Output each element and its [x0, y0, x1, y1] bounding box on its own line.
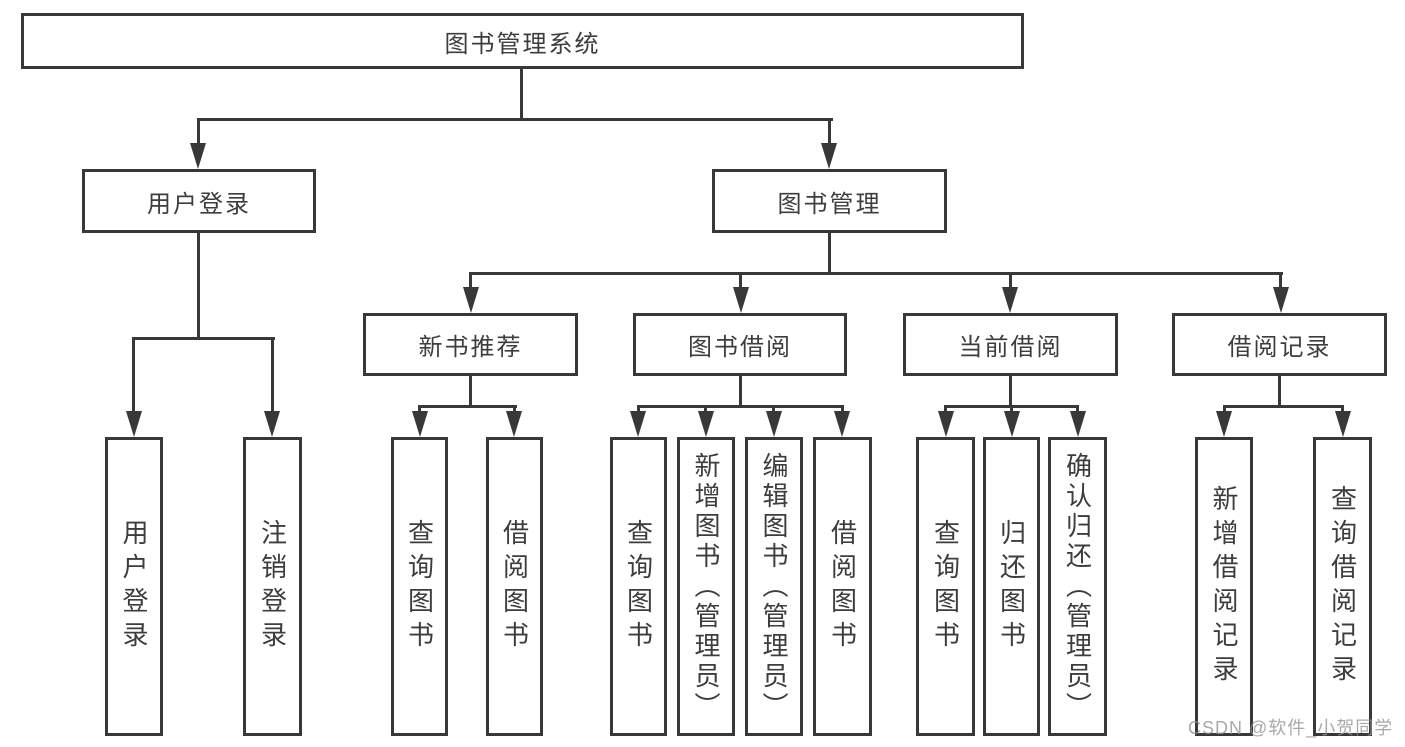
arrow-down-icon: [463, 287, 479, 313]
node-root: 图书管理系统: [21, 13, 1024, 69]
connector-line: [1010, 405, 1013, 415]
leaf-logout: 注销登录: [243, 437, 302, 736]
leaf-borrow-books-recommend: 借阅图书: [486, 437, 543, 736]
connector-line: [739, 272, 742, 289]
node-new-book-recommend: 新书推荐: [363, 313, 578, 376]
connector-line: [271, 337, 274, 413]
arrow-down-icon: [264, 411, 280, 437]
node-new-book-recommend-label: 新书推荐: [418, 334, 523, 361]
node-user-login: 用户登录: [82, 169, 316, 233]
arrow-down-icon: [1273, 287, 1289, 313]
connector-line: [1223, 405, 1344, 408]
leaf-query-books-recommend-label: 查询图书: [404, 518, 435, 655]
arrow-down-icon: [1335, 411, 1351, 437]
connector-line: [513, 405, 516, 415]
node-current-borrowing-label: 当前借阅: [958, 334, 1063, 361]
leaf-user-login: 用户登录: [105, 437, 163, 736]
connector-line: [704, 405, 707, 415]
leaf-return-books: 归还图书: [983, 437, 1040, 736]
leaf-query-borrow-record-label: 查询借阅记录: [1327, 484, 1358, 689]
leaf-return-books-label: 归还图书: [996, 518, 1027, 655]
arrow-down-icon: [1004, 411, 1020, 437]
watermark: CSDN @软件_小贺同学: [1188, 718, 1394, 738]
arrow-down-icon: [1216, 411, 1232, 437]
connector-line: [1009, 272, 1012, 289]
arrow-down-icon: [766, 411, 782, 437]
connector-line: [1223, 405, 1226, 415]
arrow-down-icon: [834, 411, 850, 437]
arrow-down-icon: [126, 411, 142, 437]
arrow-down-icon: [630, 411, 646, 437]
connector-line: [828, 118, 831, 146]
leaf-add-book-admin: 新增图书（管理员）: [677, 437, 735, 736]
node-book-management-label: 图书管理: [777, 190, 882, 218]
connector-line: [418, 405, 421, 415]
node-book-borrowing: 图书借阅: [633, 313, 847, 376]
leaf-query-books-current-label: 查询图书: [930, 518, 961, 655]
connector-line: [132, 337, 135, 413]
leaf-confirm-return-admin-label: 确认归还（管理员）: [1062, 451, 1093, 722]
arrow-down-icon: [733, 287, 749, 313]
connector-line: [637, 405, 640, 415]
node-root-label: 图书管理系统: [444, 30, 601, 58]
connector-line: [637, 405, 844, 408]
leaf-add-borrow-record: 新增借阅记录: [1195, 437, 1253, 736]
connector-line: [520, 67, 523, 119]
connector-line: [197, 233, 200, 337]
node-user-login-label: 用户登录: [147, 190, 251, 218]
connector-line: [418, 405, 517, 408]
leaf-edit-book-admin: 编辑图书（管理员）: [745, 437, 803, 736]
arrow-down-icon: [1002, 287, 1018, 313]
arrow-down-icon: [698, 411, 714, 437]
leaf-user-login-label: 用户登录: [119, 518, 149, 655]
leaf-query-books-borrowing: 查询图书: [610, 437, 667, 736]
node-borrowing-records-label: 借阅记录: [1227, 334, 1332, 361]
connector-line: [1341, 405, 1344, 415]
connector-line: [944, 405, 947, 415]
node-book-management: 图书管理: [712, 169, 947, 233]
connector-line: [1278, 375, 1281, 408]
arrow-down-icon: [412, 411, 428, 437]
leaf-logout-label: 注销登录: [257, 518, 288, 655]
arrow-down-icon: [938, 411, 954, 437]
arrow-down-icon: [821, 143, 837, 169]
leaf-query-books-current: 查询图书: [916, 437, 975, 736]
node-current-borrowing: 当前借阅: [903, 313, 1118, 376]
connector-line: [841, 405, 844, 415]
connector-line: [1279, 272, 1282, 289]
leaf-add-borrow-record-label: 新增借阅记录: [1209, 484, 1239, 689]
connector-line: [1076, 405, 1079, 415]
connector-line: [469, 272, 1283, 275]
connector-line: [197, 118, 833, 121]
leaf-borrow-books-borrowing-label: 借阅图书: [827, 518, 858, 655]
connector-line: [469, 375, 472, 408]
leaf-add-book-admin-label: 新增图书（管理员）: [691, 451, 721, 722]
connector-line: [828, 233, 831, 275]
node-book-borrowing-label: 图书借阅: [688, 334, 792, 361]
connector-line: [197, 118, 200, 146]
leaf-query-books-recommend: 查询图书: [391, 437, 448, 736]
leaf-confirm-return-admin: 确认归还（管理员）: [1048, 437, 1107, 736]
arrow-down-icon: [1070, 411, 1086, 437]
connector-line: [132, 337, 275, 340]
leaf-edit-book-admin-label: 编辑图书（管理员）: [759, 451, 789, 722]
node-borrowing-records: 借阅记录: [1172, 313, 1387, 376]
leaf-borrow-books-recommend-label: 借阅图书: [499, 518, 530, 655]
leaf-query-borrow-record: 查询借阅记录: [1313, 437, 1372, 736]
connector-line: [772, 405, 775, 415]
leaf-borrow-books-borrowing: 借阅图书: [813, 437, 872, 736]
connector-line: [469, 272, 472, 289]
arrow-down-icon: [190, 143, 206, 169]
arrow-down-icon: [506, 411, 522, 437]
connector-line: [739, 375, 742, 408]
connector-line: [1009, 375, 1012, 408]
leaf-query-books-borrowing-label: 查询图书: [623, 518, 654, 655]
